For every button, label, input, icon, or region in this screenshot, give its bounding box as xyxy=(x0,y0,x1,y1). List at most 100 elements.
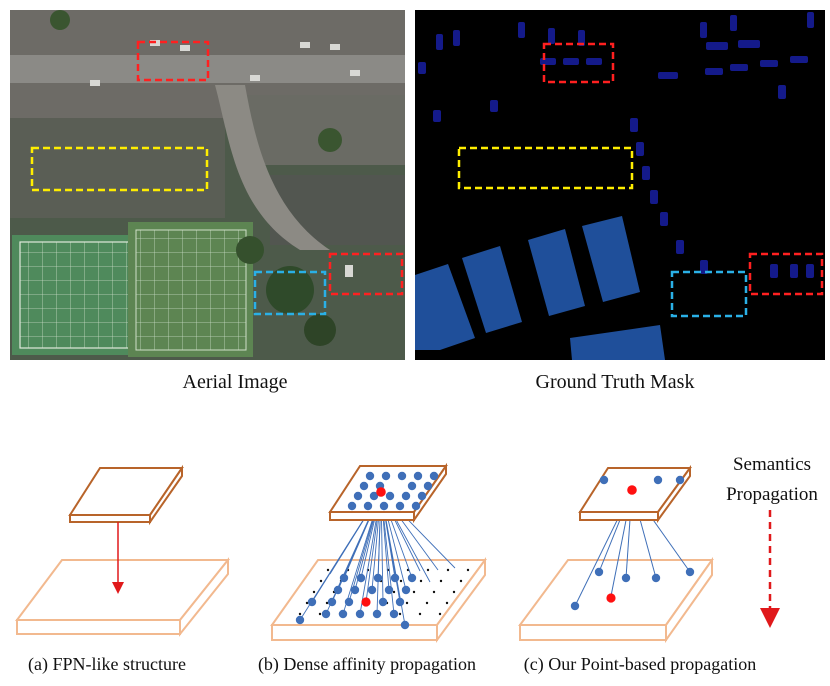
point-top-focus-point xyxy=(627,485,637,495)
dense-bottom-point xyxy=(321,609,331,619)
dense-top-point xyxy=(411,501,421,511)
dense-grid-dot xyxy=(312,590,316,594)
dense-grid-dot xyxy=(452,590,456,594)
dense-bottom-point xyxy=(338,609,348,619)
dense-bottom-point xyxy=(400,620,410,630)
dense-bottom-point xyxy=(384,585,394,595)
fpn-bottom-plane xyxy=(15,557,231,637)
dense-grid-dot xyxy=(318,612,322,616)
fpn-diagram xyxy=(15,464,231,637)
point-top-point xyxy=(599,475,609,485)
dense-grid-dot xyxy=(459,579,463,583)
dense-bottom-point xyxy=(350,585,360,595)
point-diagram xyxy=(518,464,714,644)
dense-bottom-point xyxy=(389,609,399,619)
dense-grid-dot xyxy=(319,579,323,583)
dense-caption: (b) Dense affinity propagation xyxy=(258,654,476,675)
dense-bottom-point xyxy=(295,615,305,625)
dense-top-point xyxy=(347,501,357,511)
dense-grid-dot xyxy=(405,601,409,605)
dense-bottom-points xyxy=(295,573,417,630)
dense-top-point xyxy=(369,491,379,501)
aerial-cyan-box xyxy=(253,270,327,316)
dense-grid-dot xyxy=(305,601,309,605)
dense-grid-dot xyxy=(439,579,443,583)
dense-top-point xyxy=(363,501,373,511)
dense-grid-dot xyxy=(418,612,422,616)
dense-grid-dot xyxy=(326,568,330,572)
aerial-yellow-box xyxy=(30,146,209,192)
dense-bottom-point xyxy=(355,609,365,619)
dense-top-point xyxy=(401,491,411,501)
dense-top-point xyxy=(395,501,405,511)
dense-grid-dot xyxy=(445,601,449,605)
dense-grid-dot xyxy=(325,601,329,605)
dense-bottom-point xyxy=(333,585,343,595)
point-sampled-point xyxy=(651,573,661,583)
dense-grid-dot xyxy=(426,568,430,572)
dense-top-point xyxy=(379,501,389,511)
ground-truth-mask xyxy=(415,10,825,360)
point-sampled-point xyxy=(594,567,604,577)
dense-bottom-point xyxy=(378,597,388,607)
dense-top-plane xyxy=(328,462,448,524)
point-sampled-points xyxy=(570,475,695,611)
propagation-label-line2: Propagation xyxy=(726,484,818,505)
dense-grid-dot xyxy=(438,612,442,616)
dense-bottom-focus-point xyxy=(361,597,371,607)
dense-top-point xyxy=(423,481,433,491)
mask-yellow-box xyxy=(457,146,634,190)
dense-bottom-point xyxy=(339,573,349,583)
dense-grid-dot xyxy=(419,579,423,583)
dense-bottom-point xyxy=(327,597,337,607)
point-top-plane xyxy=(578,464,692,524)
dense-grid-dot xyxy=(399,579,403,583)
fpn-caption: (a) FPN-like structure xyxy=(28,654,186,675)
aerial-caption: Aerial Image xyxy=(183,371,288,393)
dense-grid-dot xyxy=(432,590,436,594)
dense-bottom-plane xyxy=(270,556,487,644)
dense-bottom-point xyxy=(390,573,400,583)
dense-top-point xyxy=(429,471,439,481)
point-top-point xyxy=(653,475,663,485)
mask-red-box-top xyxy=(542,42,615,84)
dense-top-focus-point xyxy=(376,487,386,497)
point-caption: (c) Our Point-based propagation xyxy=(524,654,756,675)
point-bottom-focus-point xyxy=(606,593,616,603)
dense-top-point xyxy=(417,491,427,501)
dense-grid-dot xyxy=(425,601,429,605)
dense-grid-dot xyxy=(466,568,470,572)
aerial-red-box-top xyxy=(136,40,210,82)
dense-bottom-point xyxy=(356,573,366,583)
dense-top-points xyxy=(347,471,439,511)
dense-top-point xyxy=(353,491,363,501)
mask-caption: Ground Truth Mask xyxy=(536,371,695,393)
dense-bottom-point xyxy=(395,597,405,607)
dense-grid-dot xyxy=(398,612,402,616)
aerial-image xyxy=(10,10,405,360)
dense-bottom-point xyxy=(344,597,354,607)
point-sampled-point xyxy=(570,601,580,611)
mask-cyan-box xyxy=(670,270,748,318)
mask-courts xyxy=(415,216,665,360)
dense-top-point xyxy=(381,471,391,481)
dense-grid-dot xyxy=(392,590,396,594)
dense-bottom-point xyxy=(373,573,383,583)
dense-bottom-point xyxy=(307,597,317,607)
dense-bottom-point xyxy=(367,585,377,595)
point-sampled-point xyxy=(621,573,631,583)
dense-bottom-point xyxy=(401,585,411,595)
dense-top-point xyxy=(407,481,417,491)
point-bottom-plane xyxy=(518,556,714,644)
dense-grid-dot xyxy=(412,590,416,594)
mask-red-box-right xyxy=(748,252,824,296)
dense-grid-dot xyxy=(298,612,302,616)
point-top-point xyxy=(675,475,685,485)
dense-top-point xyxy=(365,471,375,481)
dense-top-point xyxy=(413,471,423,481)
dense-top-point xyxy=(359,481,369,491)
dense-bottom-point xyxy=(407,573,417,583)
dense-bottom-point xyxy=(372,609,382,619)
dense-diagram xyxy=(270,462,487,644)
